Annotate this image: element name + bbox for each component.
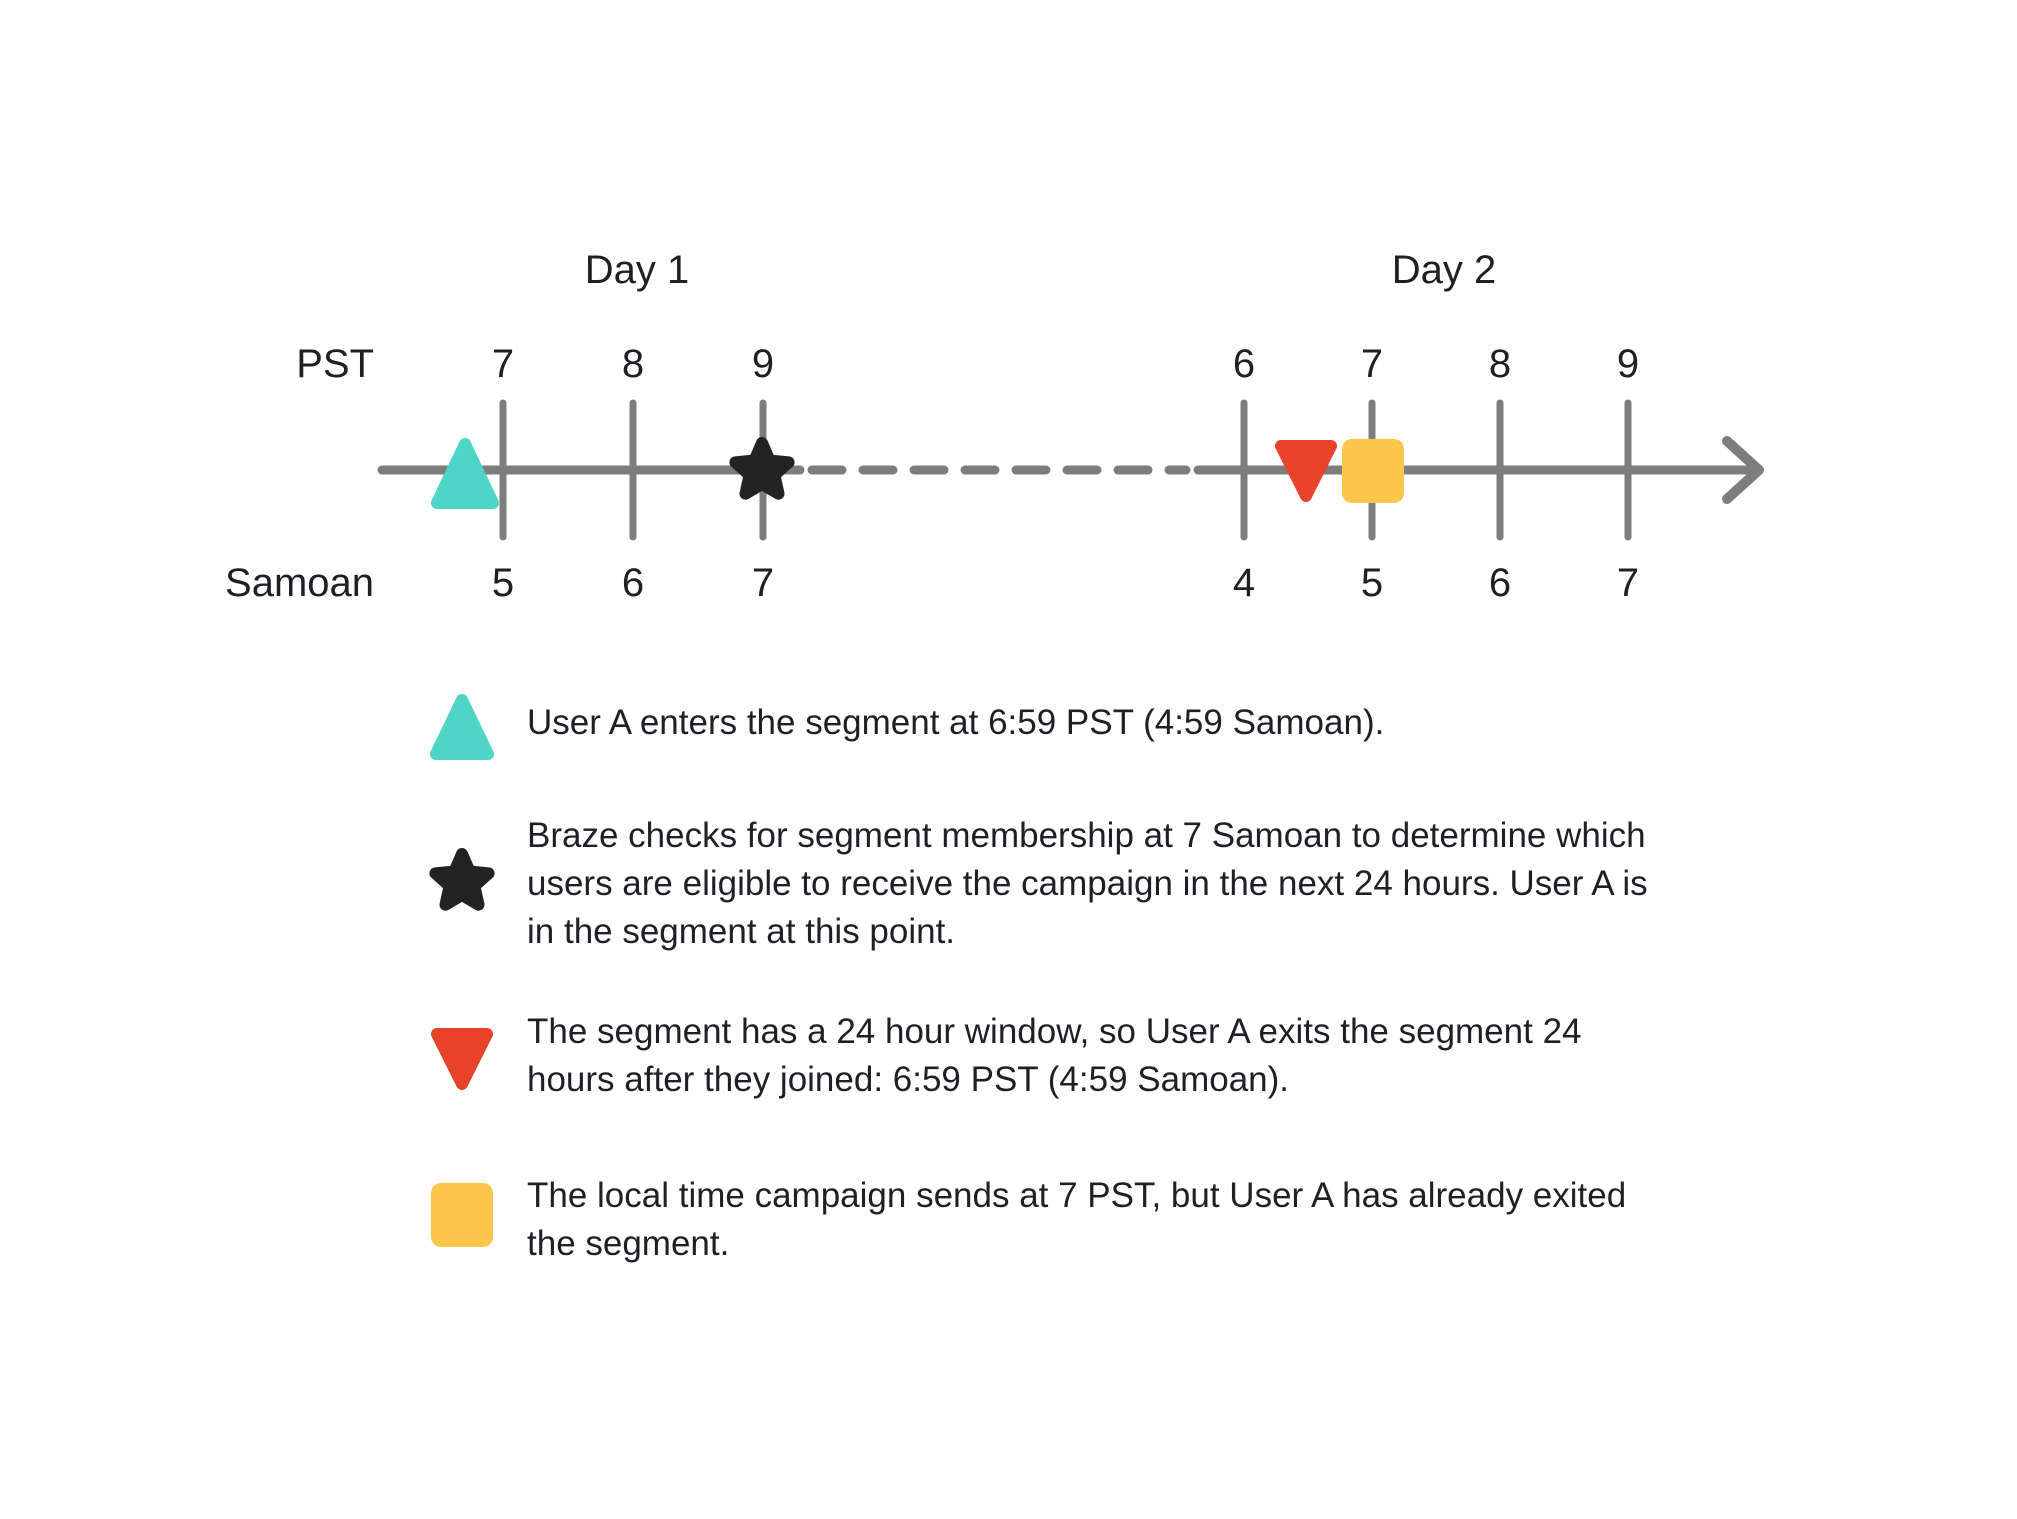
- axis-arrowhead: [1722, 436, 1764, 504]
- legend-item-text: Braze checks for segment membership at 7…: [527, 816, 1648, 951]
- pst-tick-label: 8: [1488, 342, 1512, 386]
- square-icon: [431, 1183, 493, 1247]
- day1-label: Day 1: [584, 248, 690, 292]
- legend-item-text: The local time campaign sends at 7 PST, …: [527, 1176, 1627, 1263]
- samoan-tick-label: 5: [1360, 561, 1384, 605]
- samoan-tick-label: 6: [1488, 561, 1512, 605]
- pst-tick-label: 8: [621, 342, 645, 386]
- pst-tick-label: 9: [1616, 342, 1640, 386]
- samoan-tick-label: 7: [1616, 561, 1640, 605]
- campaign-send-marker-square: [1342, 439, 1404, 503]
- day2-label: Day 2: [1391, 248, 1497, 292]
- samoan-tick-label: 4: [1232, 561, 1256, 605]
- legend-item-text: The segment has a 24 hour window, so Use…: [527, 1012, 1582, 1099]
- triangle-down-icon: [431, 1028, 493, 1090]
- pst-tick-label: 9: [751, 342, 775, 386]
- segment-check-marker-star: [729, 437, 795, 500]
- star-icon: [429, 848, 495, 911]
- enter-segment-marker-triangle-up: [431, 438, 499, 509]
- samoan-row-label: Samoan: [225, 561, 374, 605]
- samoan-tick-label: 5: [491, 561, 515, 605]
- pst-tick-label: 6: [1232, 342, 1256, 386]
- pst-tick-label: 7: [491, 342, 515, 386]
- triangle-up-icon: [430, 694, 494, 760]
- legend-item-text: User A enters the segment at 6:59 PST (4…: [527, 703, 1385, 742]
- exit-segment-marker-triangle-down: [1275, 440, 1337, 502]
- samoan-tick-label: 6: [621, 561, 645, 605]
- pst-tick-label: 7: [1360, 342, 1384, 386]
- samoan-tick-label: 7: [751, 561, 775, 605]
- timeline-axis: [377, 399, 1764, 541]
- pst-row-label: PST: [296, 342, 374, 386]
